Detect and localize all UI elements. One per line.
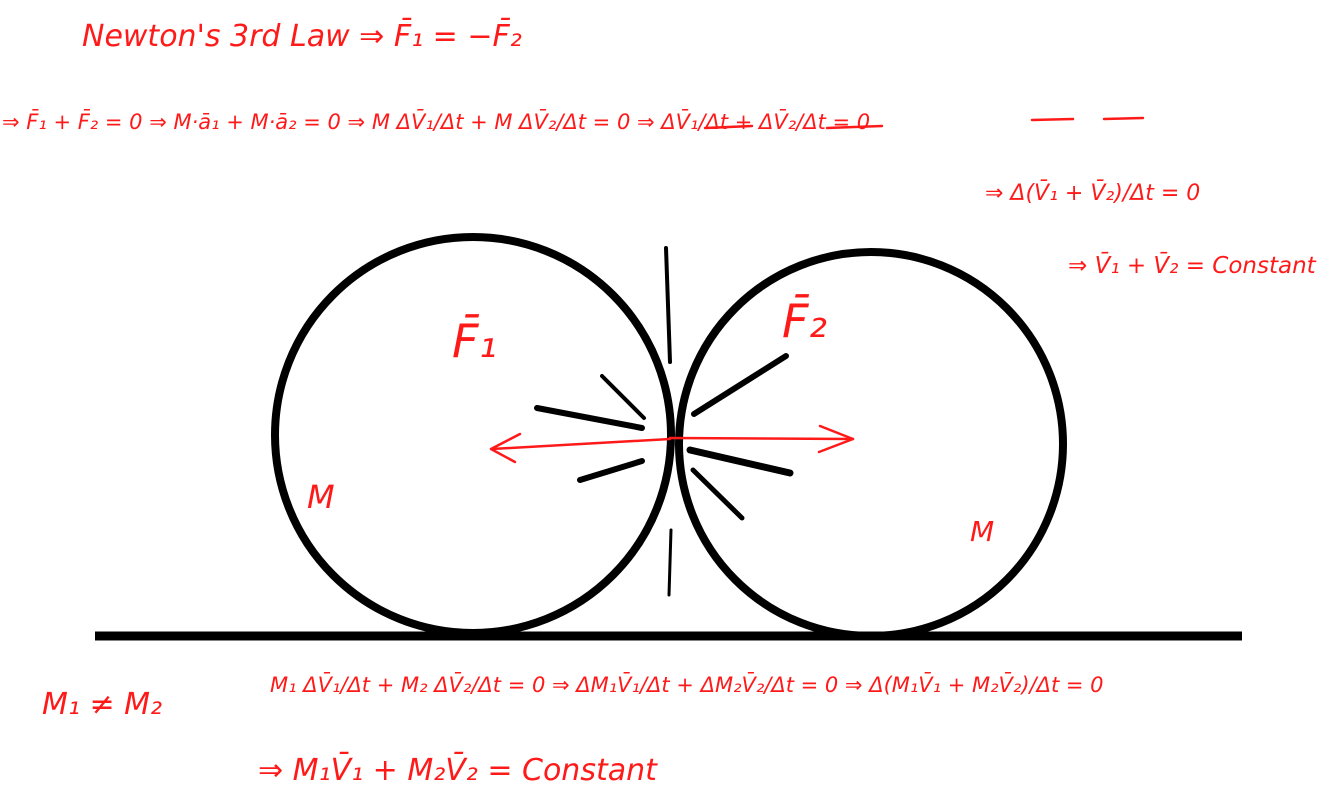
force-arrow-left bbox=[490, 437, 672, 451]
burst-line bbox=[686, 446, 794, 477]
momentum-derivation-line-2: ⇒ Δ(V̄₁ + V̄₂)/Δt = 0 bbox=[985, 181, 1201, 206]
underline-fraction-2 bbox=[825, 124, 884, 130]
underline-fraction-3 bbox=[1030, 117, 1075, 122]
burst-line bbox=[691, 353, 789, 417]
left-ball bbox=[271, 233, 675, 637]
burst-line bbox=[577, 458, 645, 483]
mass-label-right: M bbox=[970, 515, 995, 548]
force-arrow-right bbox=[668, 436, 855, 441]
arrowhead-left bbox=[489, 432, 522, 464]
burst-line bbox=[664, 246, 672, 364]
force-label-right: F̄₂ bbox=[782, 294, 827, 348]
arrowhead-right bbox=[817, 424, 855, 454]
momentum-derivation-line-1: ⇒ F̄₁ + F̄₂ = 0 ⇒ M·ā₁ + M·ā₂ = 0 ⇒ M ΔV… bbox=[2, 110, 871, 134]
momentum-conservation-line-2: ⇒ M₁V̄₁ + M₂V̄₂ = Constant bbox=[258, 753, 657, 788]
force-label-left: F̄₁ bbox=[452, 314, 497, 368]
mass-label-left: M bbox=[307, 478, 335, 516]
underline-fraction-1 bbox=[703, 124, 754, 130]
underline-fraction-4 bbox=[1102, 116, 1145, 121]
burst-line bbox=[600, 374, 646, 420]
burst-line bbox=[667, 528, 673, 597]
right-ball bbox=[675, 248, 1067, 640]
impact-burst bbox=[534, 246, 794, 597]
burst-line bbox=[534, 405, 645, 431]
momentum-conservation-line-1: M₁ ΔV̄₁/Δt + M₂ ΔV̄₂/Δt = 0 ⇒ ΔM₁V̄₁/Δt … bbox=[270, 673, 1104, 697]
force-arrows bbox=[489, 424, 855, 464]
newton-third-law-line: Newton's 3rd Law ⇒ F̄₁ = −F̄₂ bbox=[82, 19, 522, 54]
unequal-mass-note: M₁ ≠ M₂ bbox=[42, 687, 163, 722]
momentum-derivation-line-3: ⇒ V̄₁ + V̄₂ = Constant bbox=[1068, 253, 1316, 279]
burst-line bbox=[690, 467, 745, 521]
